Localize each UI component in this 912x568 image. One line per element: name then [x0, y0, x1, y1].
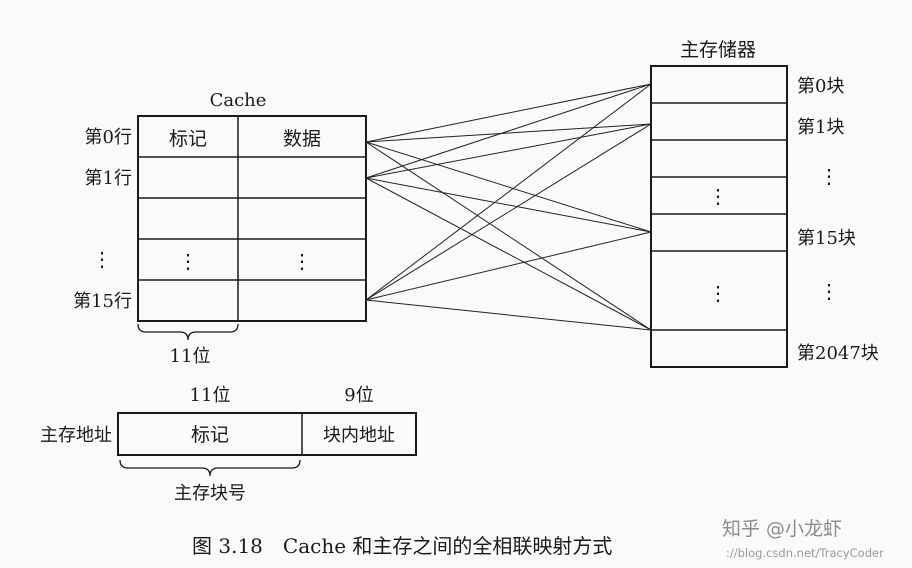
memory-title: 主存储器: [680, 39, 756, 61]
mapping-line: [365, 83, 652, 179]
cache-row-0-label: 第0行: [85, 127, 132, 148]
mapping-line: [365, 123, 652, 301]
tag-bits-label: 11位: [190, 385, 231, 406]
memory-label-ellipsis-lower: ⋮: [819, 279, 839, 303]
zhihu-watermark: 知乎 @小龙虾: [722, 518, 842, 540]
memory-label-ellipsis-upper: ⋮: [819, 164, 839, 188]
mapping-lines: [365, 83, 652, 331]
address-tag-field: 标记: [191, 424, 229, 446]
mapping-line: [365, 141, 652, 331]
address-box: [117, 412, 417, 456]
mapping-line: [365, 177, 652, 331]
cache-row-ellipsis: ⋮: [92, 247, 112, 271]
memory-block-1-label: 第1块: [797, 117, 844, 138]
mapping-line: [365, 299, 652, 331]
cache-title: Cache: [210, 90, 267, 111]
cache-table: 标记 数据 ⋮ ⋮: [137, 115, 367, 322]
memory-outline: [650, 65, 788, 368]
csdn-watermark: ://blog.csdn.net/TracyCoder: [726, 546, 884, 560]
memory-block-15-label: 第15块: [797, 228, 856, 249]
memory-table: ⋮ ⋮: [650, 65, 788, 368]
memory-ellipsis-lower: ⋮: [708, 281, 728, 305]
offset-bits-label: 9位: [344, 385, 373, 406]
cache-tag-brace: [137, 323, 239, 341]
memory-block-2047-label: 第2047块: [797, 343, 879, 364]
address-offset-field: 块内地址: [323, 425, 395, 446]
mapping-line: [365, 123, 652, 143]
mapping-line: [365, 83, 652, 143]
mapping-line: [365, 83, 652, 301]
memory-ellipsis-upper: ⋮: [708, 184, 728, 208]
memory-block-labels: 第0块 第1块 ⋮ 第15块 ⋮ 第2047块: [797, 76, 879, 364]
cache-row-15-label: 第15行: [73, 291, 132, 312]
figure-caption: 图 3.18 Cache 和主存之间的全相联映射方式: [192, 534, 612, 558]
mapping-line: [365, 123, 652, 179]
cache-tag-width: 11位: [170, 346, 211, 367]
memory-block-0-label: 第0块: [797, 76, 844, 97]
cache-row-1-label: 第1行: [85, 168, 132, 189]
mapping-line: [365, 141, 652, 233]
cache-header-data: 数据: [283, 128, 321, 150]
cache-tag-ellipsis: ⋮: [178, 249, 198, 273]
cache-header-tag: 标记: [169, 128, 207, 150]
mapping-line: [365, 231, 652, 301]
block-number-label: 主存块号: [174, 483, 246, 504]
cache-row-labels: 第0行 第1行 ⋮ 第15行: [73, 127, 132, 312]
mapping-line: [365, 177, 652, 233]
block-number-brace: [119, 459, 301, 477]
cache-outline: [137, 115, 367, 322]
address-label: 主存地址: [40, 425, 112, 446]
address-format: 11位 9位 主存地址 标记 块内地址 主存块号: [40, 385, 417, 504]
cache-data-ellipsis: ⋮: [292, 249, 312, 273]
